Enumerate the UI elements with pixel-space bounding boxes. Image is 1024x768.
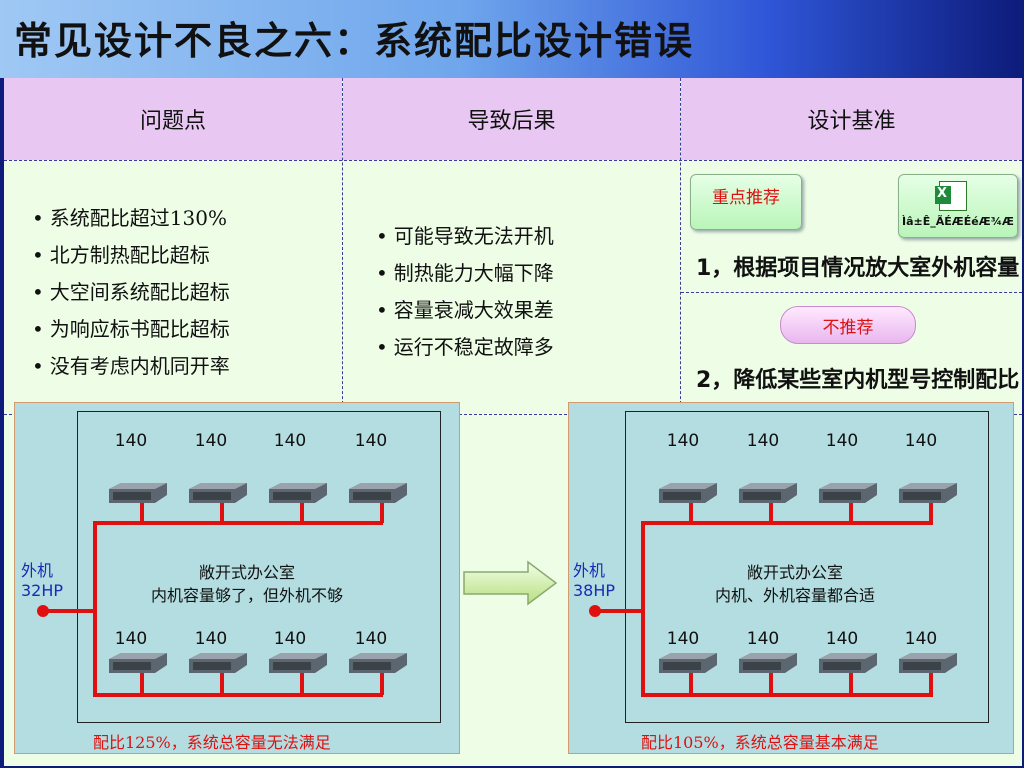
branch-pipe	[929, 499, 933, 523]
refrigerant-pipe	[641, 693, 933, 697]
unit-capacity-label: 140	[825, 629, 859, 649]
consequence-list: 可能导致无法开机 制热能力大幅下降 容量衰减大效果差 运行不稳定故障多	[376, 218, 554, 366]
list-item: 制热能力大幅下降	[376, 255, 554, 292]
header-standard: 设计基准	[681, 78, 1022, 160]
diagram-38hp: 140 140 140 140 敞开式办公室 内机、外机容量都合适 外机 38H…	[568, 402, 1014, 754]
unit-capacity-label: 140	[354, 629, 388, 649]
refrigerant-pipe	[93, 521, 383, 525]
branch-pipe	[380, 499, 384, 523]
diagram-caption: 配比105%，系统总容量基本满足	[641, 733, 879, 752]
row-divider	[681, 292, 1022, 293]
list-item: 运行不稳定故障多	[376, 329, 554, 366]
unit-capacity-label: 140	[354, 431, 388, 451]
branch-pipe	[849, 499, 853, 523]
indoor-unit-icon	[109, 653, 167, 673]
refrigerant-pipe	[93, 693, 383, 697]
unit-capacity-label: 140	[904, 431, 938, 451]
branch-pipe	[300, 499, 304, 523]
indoor-unit-icon	[739, 483, 797, 503]
outdoor-unit-marker	[589, 605, 601, 617]
unit-capacity-label: 140	[114, 629, 148, 649]
list-item: 北方制热配比超标	[32, 237, 230, 274]
indoor-unit-icon	[189, 483, 247, 503]
row-divider	[4, 160, 1022, 161]
unit-capacity-label: 140	[666, 629, 700, 649]
unit-capacity-label: 140	[746, 629, 780, 649]
unit-capacity-label: 140	[904, 629, 938, 649]
branch-pipe	[140, 671, 144, 695]
room-description: 敞开式办公室 内机、外机容量都合适	[714, 563, 875, 605]
indoor-unit-icon	[109, 483, 167, 503]
branch-pipe	[140, 499, 144, 523]
row-divider	[4, 414, 1022, 415]
indoor-unit-icon	[269, 483, 327, 503]
recommendation-1: 1，根据项目情况放大室外机容量	[696, 256, 1020, 281]
excel-icon: X	[935, 181, 967, 211]
indoor-unit-icon	[899, 653, 957, 673]
unit-capacity-label: 140	[825, 431, 859, 451]
header-problems: 问题点	[4, 78, 342, 160]
unit-capacity-label: 140	[114, 431, 148, 451]
diagram-caption: 配比125%，系统总容量无法满足	[93, 733, 331, 752]
problem-list: 系统配比超过130% 北方制热配比超标 大空间系统配比超标 为响应标书配比超标 …	[32, 200, 230, 385]
branch-pipe	[220, 671, 224, 695]
refrigerant-pipe	[41, 609, 97, 613]
excel-file-button[interactable]: X Ìâ±Ê_ÃÉÆÉéÆ¾Æ	[898, 174, 1018, 238]
unit-capacity-label: 140	[666, 431, 700, 451]
list-item: 大空间系统配比超标	[32, 274, 230, 311]
not-recommended-badge[interactable]: 不推荐	[780, 306, 916, 344]
indoor-unit-icon	[899, 483, 957, 503]
list-item: 没有考虑内机同开率	[32, 348, 230, 385]
column-divider	[342, 78, 343, 414]
branch-pipe	[220, 499, 224, 523]
room-description: 敞开式办公室 内机容量够了，但外机不够	[150, 563, 343, 605]
column-divider	[680, 78, 681, 414]
branch-pipe	[380, 671, 384, 695]
unit-capacity-label: 140	[194, 629, 228, 649]
indoor-unit-icon	[739, 653, 797, 673]
branch-pipe	[769, 671, 773, 695]
file-label: Ìâ±Ê_ÃÉÆÉéÆ¾Æ	[902, 215, 1014, 228]
branch-pipe	[689, 499, 693, 523]
indoor-unit-icon	[819, 653, 877, 673]
unit-capacity-label: 140	[273, 629, 307, 649]
slide-title: 常见设计不良之六：系统配比设计错误	[14, 18, 695, 63]
branch-pipe	[689, 671, 693, 695]
indoor-unit-icon	[349, 483, 407, 503]
indoor-unit-icon	[269, 653, 327, 673]
branch-pipe	[849, 671, 853, 695]
title-bar: 常见设计不良之六：系统配比设计错误	[0, 0, 1024, 78]
branch-pipe	[769, 499, 773, 523]
right-arrow-icon	[463, 560, 558, 606]
refrigerant-pipe	[595, 609, 645, 613]
refrigerant-pipe	[641, 521, 933, 525]
list-item: 系统配比超过130%	[32, 200, 230, 237]
outdoor-unit-label: 外机 32HP	[21, 561, 64, 600]
header-consequences: 导致后果	[343, 78, 680, 160]
recommended-badge[interactable]: 重点推荐	[690, 174, 802, 230]
list-item: 可能导致无法开机	[376, 218, 554, 255]
outdoor-unit-marker	[37, 605, 49, 617]
indoor-unit-icon	[819, 483, 877, 503]
list-item: 为响应标书配比超标	[32, 311, 230, 348]
recommendation-2: 2，降低某些室内机型号控制配比	[696, 368, 1020, 393]
unit-capacity-label: 140	[273, 431, 307, 451]
outdoor-unit-label: 外机 38HP	[573, 561, 616, 600]
indoor-unit-icon	[659, 483, 717, 503]
indoor-unit-icon	[659, 653, 717, 673]
unit-capacity-label: 140	[194, 431, 228, 451]
branch-pipe	[929, 671, 933, 695]
diagram-32hp: 140 140 140 140 敞开式办公室 内机容量够了，但外机不够 外机 3…	[14, 402, 460, 754]
indoor-unit-icon	[189, 653, 247, 673]
branch-pipe	[300, 671, 304, 695]
indoor-unit-icon	[349, 653, 407, 673]
unit-capacity-label: 140	[746, 431, 780, 451]
list-item: 容量衰减大效果差	[376, 292, 554, 329]
